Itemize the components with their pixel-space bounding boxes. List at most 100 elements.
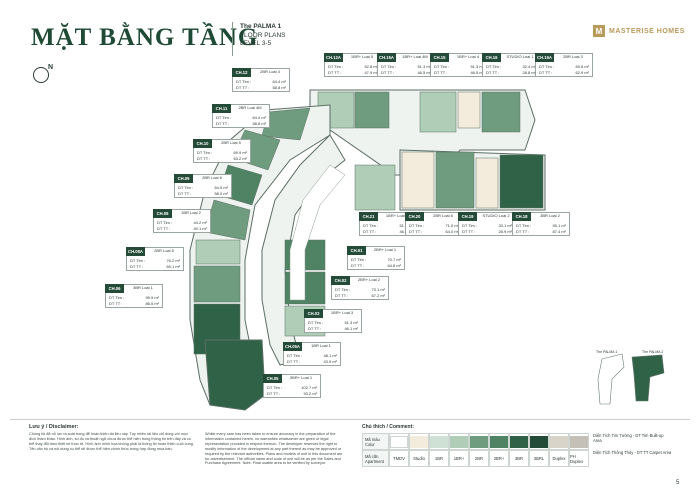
legend-type-row: Mã căn Apartment TMDV Studio 1BR 1BR+ 2B… [362,450,673,467]
unit-type: 1BR+ Loại 5 [385,213,409,218]
unit-tag-ch18: CH.18 3BR Loại 2 DT Tim :95.1 m² DT TT :… [512,212,570,236]
area-row: DT TT :58.8 m² [236,85,286,90]
svg-text:The PALMA 1: The PALMA 1 [596,350,617,354]
unit-code: CH.08 [153,209,172,218]
area-value: DT Tim : [197,150,213,155]
area-value: 46.1 m² [344,326,358,331]
unit-code: CH.16 [482,53,501,62]
brand-logo: M MASTERISE HOMES [593,25,685,37]
svg-text:The PALMA 2: The PALMA 2 [642,350,663,354]
area-value: 70.7 m² [387,257,401,262]
area-value: 40.1 m² [193,226,207,231]
unit-tag-ch06: CH.06 3BR Loại 1 DT Tim :95.9 m² DT TT :… [105,284,163,308]
area-value: DT Tim : [236,79,252,84]
area-value: DT Tim : [109,295,125,300]
area-value: DT TT : [409,229,423,234]
area-row: DT Tim :64.5 m² [178,185,228,190]
unit-tag-ch05: CH.05 3BR+ Loại 1 DT Tim :102.7 m² DT TT… [263,374,321,398]
area-value: DT TT : [335,293,349,298]
unit-type: 1BR Loại 1 [311,343,331,348]
project-name: The PALMA 1 [240,23,282,30]
area-row: DT TT :46.5 m² [434,70,484,75]
disclaimer-vi: Chúng tôi đã nỗ lực rà soát trong để hoà… [29,432,194,451]
area-value: DT Tim : [308,320,324,325]
legend-color-row: Mã màu Color Diện Tích Tim Tường - DT Ti… [362,433,673,450]
page-title: MẶT BẰNG TẦNG [31,24,259,51]
area-value: 71.0 m² [445,223,459,228]
unit-type: 2BR Loại 4 [260,69,280,74]
area-row: DT TT :43.9 m² [287,359,337,364]
area-value: DT TT : [308,326,322,331]
area-value: 51.3 m² [417,64,431,69]
legend-cell [389,433,409,450]
unit-type: 2BR Loại 5 [154,248,174,253]
unit-code: CH.15A [377,53,396,62]
area-value: 51.3 m² [470,64,484,69]
swatch-tmdv [390,435,408,448]
area-value: DT Tim : [287,353,303,358]
legend-cell: 3BRL [529,450,549,467]
area-value: 33.1 m² [498,223,512,228]
area-value: DT TT : [351,263,365,268]
area-value: 86.5 m² [145,301,159,306]
compass-icon [33,67,49,83]
area-row: DT Tim :73.1 m² [335,287,385,292]
area-value: DT Tim : [130,258,146,263]
area-value: 64.4 m² [272,79,286,84]
unit-tag-ch16: CH.16 STUDIO Loại 1 DT Tim :32.4 m² DT T… [482,53,540,77]
area-value: DT Tim : [486,64,502,69]
legend-cell: 1BR [429,450,449,467]
unit-tag-ch12: CH.12 2BR Loại 4 DT Tim :64.4 m² DT TT :… [232,68,290,92]
legend-note-2: Diện Tích Thông Thủy - DT TT Carpet Area [593,450,672,455]
area-value: 64.8 m² [387,263,401,268]
area-value: 64.0 m² [445,229,459,234]
unit-type: 1BR+ Loại 4M [402,54,428,59]
key-plan: The PALMA 1 The PALMA 2 [596,350,665,405]
area-row: DT TT :28.8 m² [486,70,536,75]
area-value: DT TT : [539,70,553,75]
area-row: DT Tim :51.3 m² [434,64,484,69]
legend-cell [509,433,529,450]
disclaimer-en: Whilst every care has been taken to ensu… [205,432,343,466]
legend-cell: TMDV [389,450,409,467]
area-value: DT TT : [328,70,342,75]
area-value: DT Tim : [539,64,555,69]
legend-cell [489,433,509,450]
area-value: DT TT : [462,229,476,234]
area-value: DT Tim : [335,287,351,292]
area-value: DT TT : [178,191,192,196]
legend-cell: Studio [409,450,429,467]
area-row: DT Tim :69.9 m² [197,150,247,155]
area-value: DT Tim : [328,64,344,69]
legend-note-1: Diện Tích Tim Tường - DT Tim Built-up Ar… [593,433,664,443]
unit-code: CH.16A [535,53,554,62]
area-row: DT TT :63.2 m² [197,156,247,161]
area-row: DT TT :58.8 m² [216,121,266,126]
area-value: 87.4 m² [552,229,566,234]
unit-code: CH.05A [283,342,302,351]
area-value: 32.4 m² [522,64,536,69]
area-value: DT Tim : [157,220,173,225]
unit-code: CH.21 [359,212,378,221]
unit-tag-ch03: CH.03 1BR+ Loại 3 DT Tim :51.3 m² DT TT … [304,309,362,333]
area-row: DT Tim : 44.2 m² [157,220,207,225]
unit-code: CH.15 [430,53,449,62]
legend: Mã màu Color Diện Tích Tim Tường - DT Ti… [362,433,673,467]
area-value: 51.3 m² [344,320,358,325]
area-value: 28.9 m² [498,229,512,234]
area-row: DT Tim :76.2 m² [130,258,180,263]
area-value: DT TT : [130,264,144,269]
area-row: DT Tim :33.1 m² [462,223,512,228]
area-row: DT TT :87.4 m² [516,229,566,234]
brand-name: MASTERISE HOMES [609,27,685,35]
area-value: DT TT : [381,70,395,75]
area-value: 93.2 m² [303,391,317,396]
brand-mark-icon: M [593,25,605,37]
area-value: 44.2 m² [193,220,207,225]
unit-tag-ch20: CH.20 2BR Loại 6 DT Tim :71.0 m² DT TT :… [405,212,463,236]
area-value: 69.1 m² [166,264,180,269]
legend-cell [529,433,549,450]
area-value: 46.5 m² [470,70,484,75]
unit-type: 2BR Loại 4M [238,105,262,110]
area-value: DT TT : [197,156,211,161]
